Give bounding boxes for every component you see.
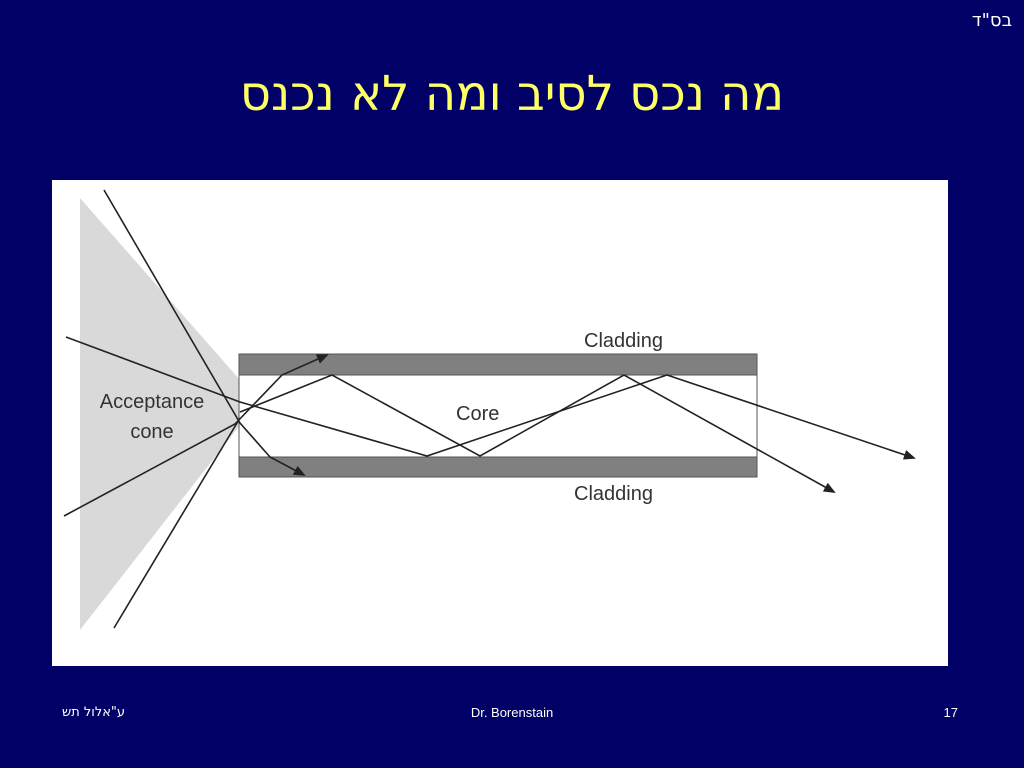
fiber-diagram-svg: Cladding Core Cladding Acceptance cone	[63, 189, 916, 630]
core-label: Core	[456, 403, 499, 425]
cladding-bottom-label: Cladding	[574, 483, 653, 505]
acceptance-label-line2: cone	[130, 421, 173, 443]
cladding-top-label: Cladding	[584, 330, 663, 352]
fiber-diagram: Cladding Core Cladding Acceptance cone	[52, 180, 948, 666]
cladding-top	[238, 353, 758, 376]
slide-title: מה נכס לסיב ומה לא נכנס	[239, 66, 785, 122]
ray-guided-2	[239, 374, 836, 493]
acceptance-cone	[80, 198, 240, 630]
ray-guided-1	[65, 336, 916, 460]
ray-steep-escaping-top	[63, 354, 329, 517]
corner-mark: בס"ד	[971, 10, 1012, 31]
cladding-bottom	[238, 456, 758, 478]
acceptance-label-line1: Acceptance	[100, 391, 205, 413]
ray-outside-cone	[113, 417, 241, 629]
page-number: 17	[943, 705, 958, 720]
footer-date: ע"אלול תש	[62, 705, 126, 720]
footer-author: Dr. Borenstain	[470, 705, 554, 720]
core-region	[238, 374, 758, 458]
ray-steep-escaping-bottom	[103, 189, 306, 476]
